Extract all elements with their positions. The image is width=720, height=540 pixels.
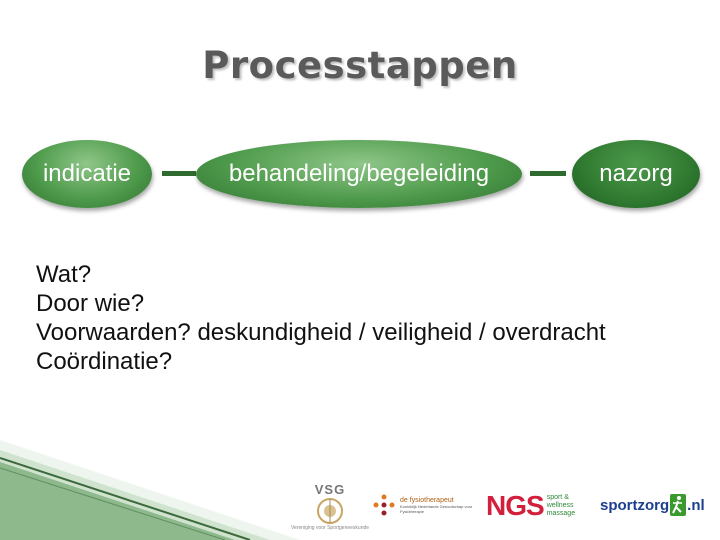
- question-conditions: Voorwaarden? deskundigheid / veiligheid …: [36, 319, 606, 346]
- fysiotherapeut-tagline: Koninklijk Nederlands Genootschap voor F…: [400, 503, 473, 514]
- step-behandeling: behandeling/begeleiding: [196, 140, 522, 208]
- slide-title: Processtappen: [202, 44, 518, 87]
- process-flow: indicatie behandeling/begeleiding nazorg: [0, 140, 720, 210]
- step-indicatie: indicatie: [22, 140, 152, 208]
- question-who: Door wie?: [36, 290, 145, 317]
- corner-decoration: [0, 440, 300, 540]
- vsg-logo-text: VSG: [314, 482, 346, 497]
- question-list: Wat? Door wie? Voorwaarden? deskundighei…: [36, 260, 606, 376]
- vsg-caption: Vereniging voor Sportgeneeskunde: [290, 525, 370, 531]
- step-nazorg: nazorg: [572, 140, 700, 208]
- runner-icon: [670, 494, 687, 516]
- sportzorg-logo: sportzorg .nl: [600, 490, 720, 520]
- fysiotherapeut-name: de fysiotherapeut: [400, 496, 454, 504]
- sportzorg-logo-text: sportzorg: [600, 496, 670, 514]
- vsg-emblem-icon: [317, 498, 343, 524]
- ngs-logo: NGS sport & wellness massage: [486, 488, 586, 524]
- question-what: Wat?: [36, 261, 92, 288]
- connector-1: [162, 171, 196, 176]
- fysiotherapeut-logo: de fysiotherapeut Koninklijk Nederlands …: [372, 490, 480, 520]
- step-nazorg-label: nazorg: [599, 160, 673, 187]
- connector-2: [530, 171, 566, 176]
- question-coordination: Coördinatie?: [36, 348, 173, 375]
- ngs-side-text: sport & wellness massage: [546, 494, 576, 517]
- vsg-logo: VSG Vereniging voor Sportgeneeskunde: [290, 482, 370, 540]
- partner-logos: VSG Vereniging voor Sportgeneeskunde de …: [290, 478, 720, 540]
- fysiotherapeut-dots-icon: [373, 494, 395, 516]
- step-indicatie-label: indicatie: [42, 160, 132, 187]
- step-behandeling-label: behandeling/begeleiding: [228, 160, 490, 187]
- ngs-logo-text: NGS: [486, 490, 545, 521]
- sportzorg-suffix: .nl: [687, 496, 705, 514]
